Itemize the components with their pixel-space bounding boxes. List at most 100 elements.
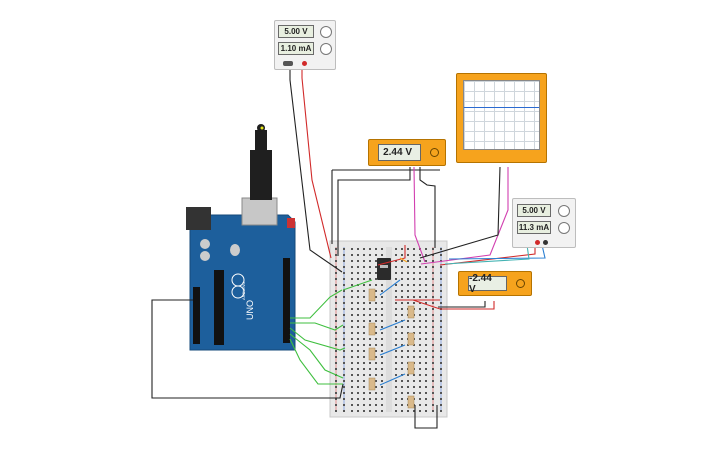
voltage-knob[interactable] (320, 26, 332, 38)
breadboard-hole[interactable] (413, 320, 415, 322)
power-supply-top[interactable]: 5.00 V 1.10 mA (274, 20, 336, 70)
breadboard-hole[interactable] (369, 398, 371, 400)
breadboard-hole[interactable] (407, 260, 409, 262)
breadboard-hole[interactable] (407, 356, 409, 358)
arduino-uno-board[interactable]: UNO ARDUINO (186, 124, 296, 351)
psu-right-red-terminal[interactable] (535, 240, 540, 245)
breadboard-hole[interactable] (375, 290, 377, 292)
breadboard-hole[interactable] (419, 344, 421, 346)
breadboard-hole[interactable] (343, 398, 345, 400)
breadboard-hole[interactable] (432, 308, 434, 310)
breadboard-hole[interactable] (425, 398, 427, 400)
breadboard-hole[interactable] (425, 356, 427, 358)
breadboard-hole[interactable] (413, 290, 415, 292)
breadboard-hole[interactable] (351, 272, 353, 274)
breadboard-hole[interactable] (395, 326, 397, 328)
breadboard-hole[interactable] (343, 338, 345, 340)
breadboard-hole[interactable] (419, 302, 421, 304)
breadboard-hole[interactable] (357, 380, 359, 382)
breadboard-hole[interactable] (343, 278, 345, 280)
breadboard-hole[interactable] (401, 344, 403, 346)
breadboard-hole[interactable] (357, 248, 359, 250)
breadboard-hole[interactable] (432, 314, 434, 316)
breadboard-hole[interactable] (357, 266, 359, 268)
breadboard-hole[interactable] (343, 254, 345, 256)
breadboard-hole[interactable] (413, 356, 415, 358)
breadboard-hole[interactable] (343, 344, 345, 346)
breadboard-hole[interactable] (432, 332, 434, 334)
breadboard-hole[interactable] (432, 338, 434, 340)
breadboard-hole[interactable] (432, 350, 434, 352)
breadboard-hole[interactable] (335, 272, 337, 274)
breadboard-hole[interactable] (413, 374, 415, 376)
breadboard-hole[interactable] (375, 380, 377, 382)
breadboard-hole[interactable] (343, 392, 345, 394)
breadboard-hole[interactable] (351, 326, 353, 328)
breadboard-hole[interactable] (407, 284, 409, 286)
breadboard-hole[interactable] (363, 326, 365, 328)
breadboard-hole[interactable] (343, 362, 345, 364)
breadboard-hole[interactable] (369, 308, 371, 310)
breadboard-hole[interactable] (351, 386, 353, 388)
breadboard-hole[interactable] (432, 368, 434, 370)
breadboard-hole[interactable] (440, 278, 442, 280)
breadboard-hole[interactable] (407, 296, 409, 298)
breadboard-hole[interactable] (440, 284, 442, 286)
breadboard-hole[interactable] (357, 368, 359, 370)
breadboard-hole[interactable] (425, 404, 427, 406)
breadboard-hole[interactable] (395, 284, 397, 286)
breadboard-hole[interactable] (363, 392, 365, 394)
breadboard-hole[interactable] (369, 392, 371, 394)
breadboard-hole[interactable] (357, 254, 359, 256)
breadboard-hole[interactable] (375, 308, 377, 310)
breadboard-hole[interactable] (343, 284, 345, 286)
breadboard-hole[interactable] (363, 344, 365, 346)
breadboard-hole[interactable] (351, 248, 353, 250)
breadboard-hole[interactable] (432, 380, 434, 382)
breadboard-hole[interactable] (407, 302, 409, 304)
breadboard-hole[interactable] (395, 290, 397, 292)
breadboard-hole[interactable] (363, 290, 365, 292)
breadboard-hole[interactable] (343, 296, 345, 298)
breadboard-hole[interactable] (425, 266, 427, 268)
breadboard-hole[interactable] (381, 296, 383, 298)
breadboard-hole[interactable] (425, 386, 427, 388)
current-knob[interactable] (558, 222, 570, 234)
breadboard-hole[interactable] (440, 272, 442, 274)
breadboard-hole[interactable] (343, 410, 345, 412)
breadboard-hole[interactable] (375, 296, 377, 298)
breadboard-hole[interactable] (440, 296, 442, 298)
breadboard-hole[interactable] (440, 302, 442, 304)
breadboard-hole[interactable] (375, 350, 377, 352)
breadboard-hole[interactable] (357, 326, 359, 328)
breadboard-hole[interactable] (381, 356, 383, 358)
breadboard-hole[interactable] (407, 410, 409, 412)
breadboard-hole[interactable] (363, 278, 365, 280)
breadboard-hole[interactable] (401, 278, 403, 280)
breadboard-hole[interactable] (425, 344, 427, 346)
breadboard-hole[interactable] (401, 260, 403, 262)
breadboard-hole[interactable] (419, 260, 421, 262)
breadboard-hole[interactable] (425, 326, 427, 328)
breadboard-hole[interactable] (381, 410, 383, 412)
breadboard-hole[interactable] (401, 356, 403, 358)
breadboard-hole[interactable] (335, 326, 337, 328)
breadboard-hole[interactable] (395, 260, 397, 262)
breadboard-hole[interactable] (363, 284, 365, 286)
breadboard-hole[interactable] (395, 368, 397, 370)
breadboard-hole[interactable] (363, 404, 365, 406)
breadboard-hole[interactable] (395, 374, 397, 376)
breadboard-hole[interactable] (351, 338, 353, 340)
breadboard-hole[interactable] (401, 296, 403, 298)
breadboard-hole[interactable] (425, 362, 427, 364)
op-amp-chip[interactable] (377, 258, 391, 280)
breadboard-hole[interactable] (351, 284, 353, 286)
breadboard-hole[interactable] (395, 404, 397, 406)
breadboard-hole[interactable] (335, 266, 337, 268)
breadboard-hole[interactable] (343, 302, 345, 304)
breadboard-hole[interactable] (343, 368, 345, 370)
breadboard-hole[interactable] (335, 260, 337, 262)
breadboard-hole[interactable] (357, 410, 359, 412)
breadboard-hole[interactable] (381, 404, 383, 406)
breadboard-hole[interactable] (381, 326, 383, 328)
